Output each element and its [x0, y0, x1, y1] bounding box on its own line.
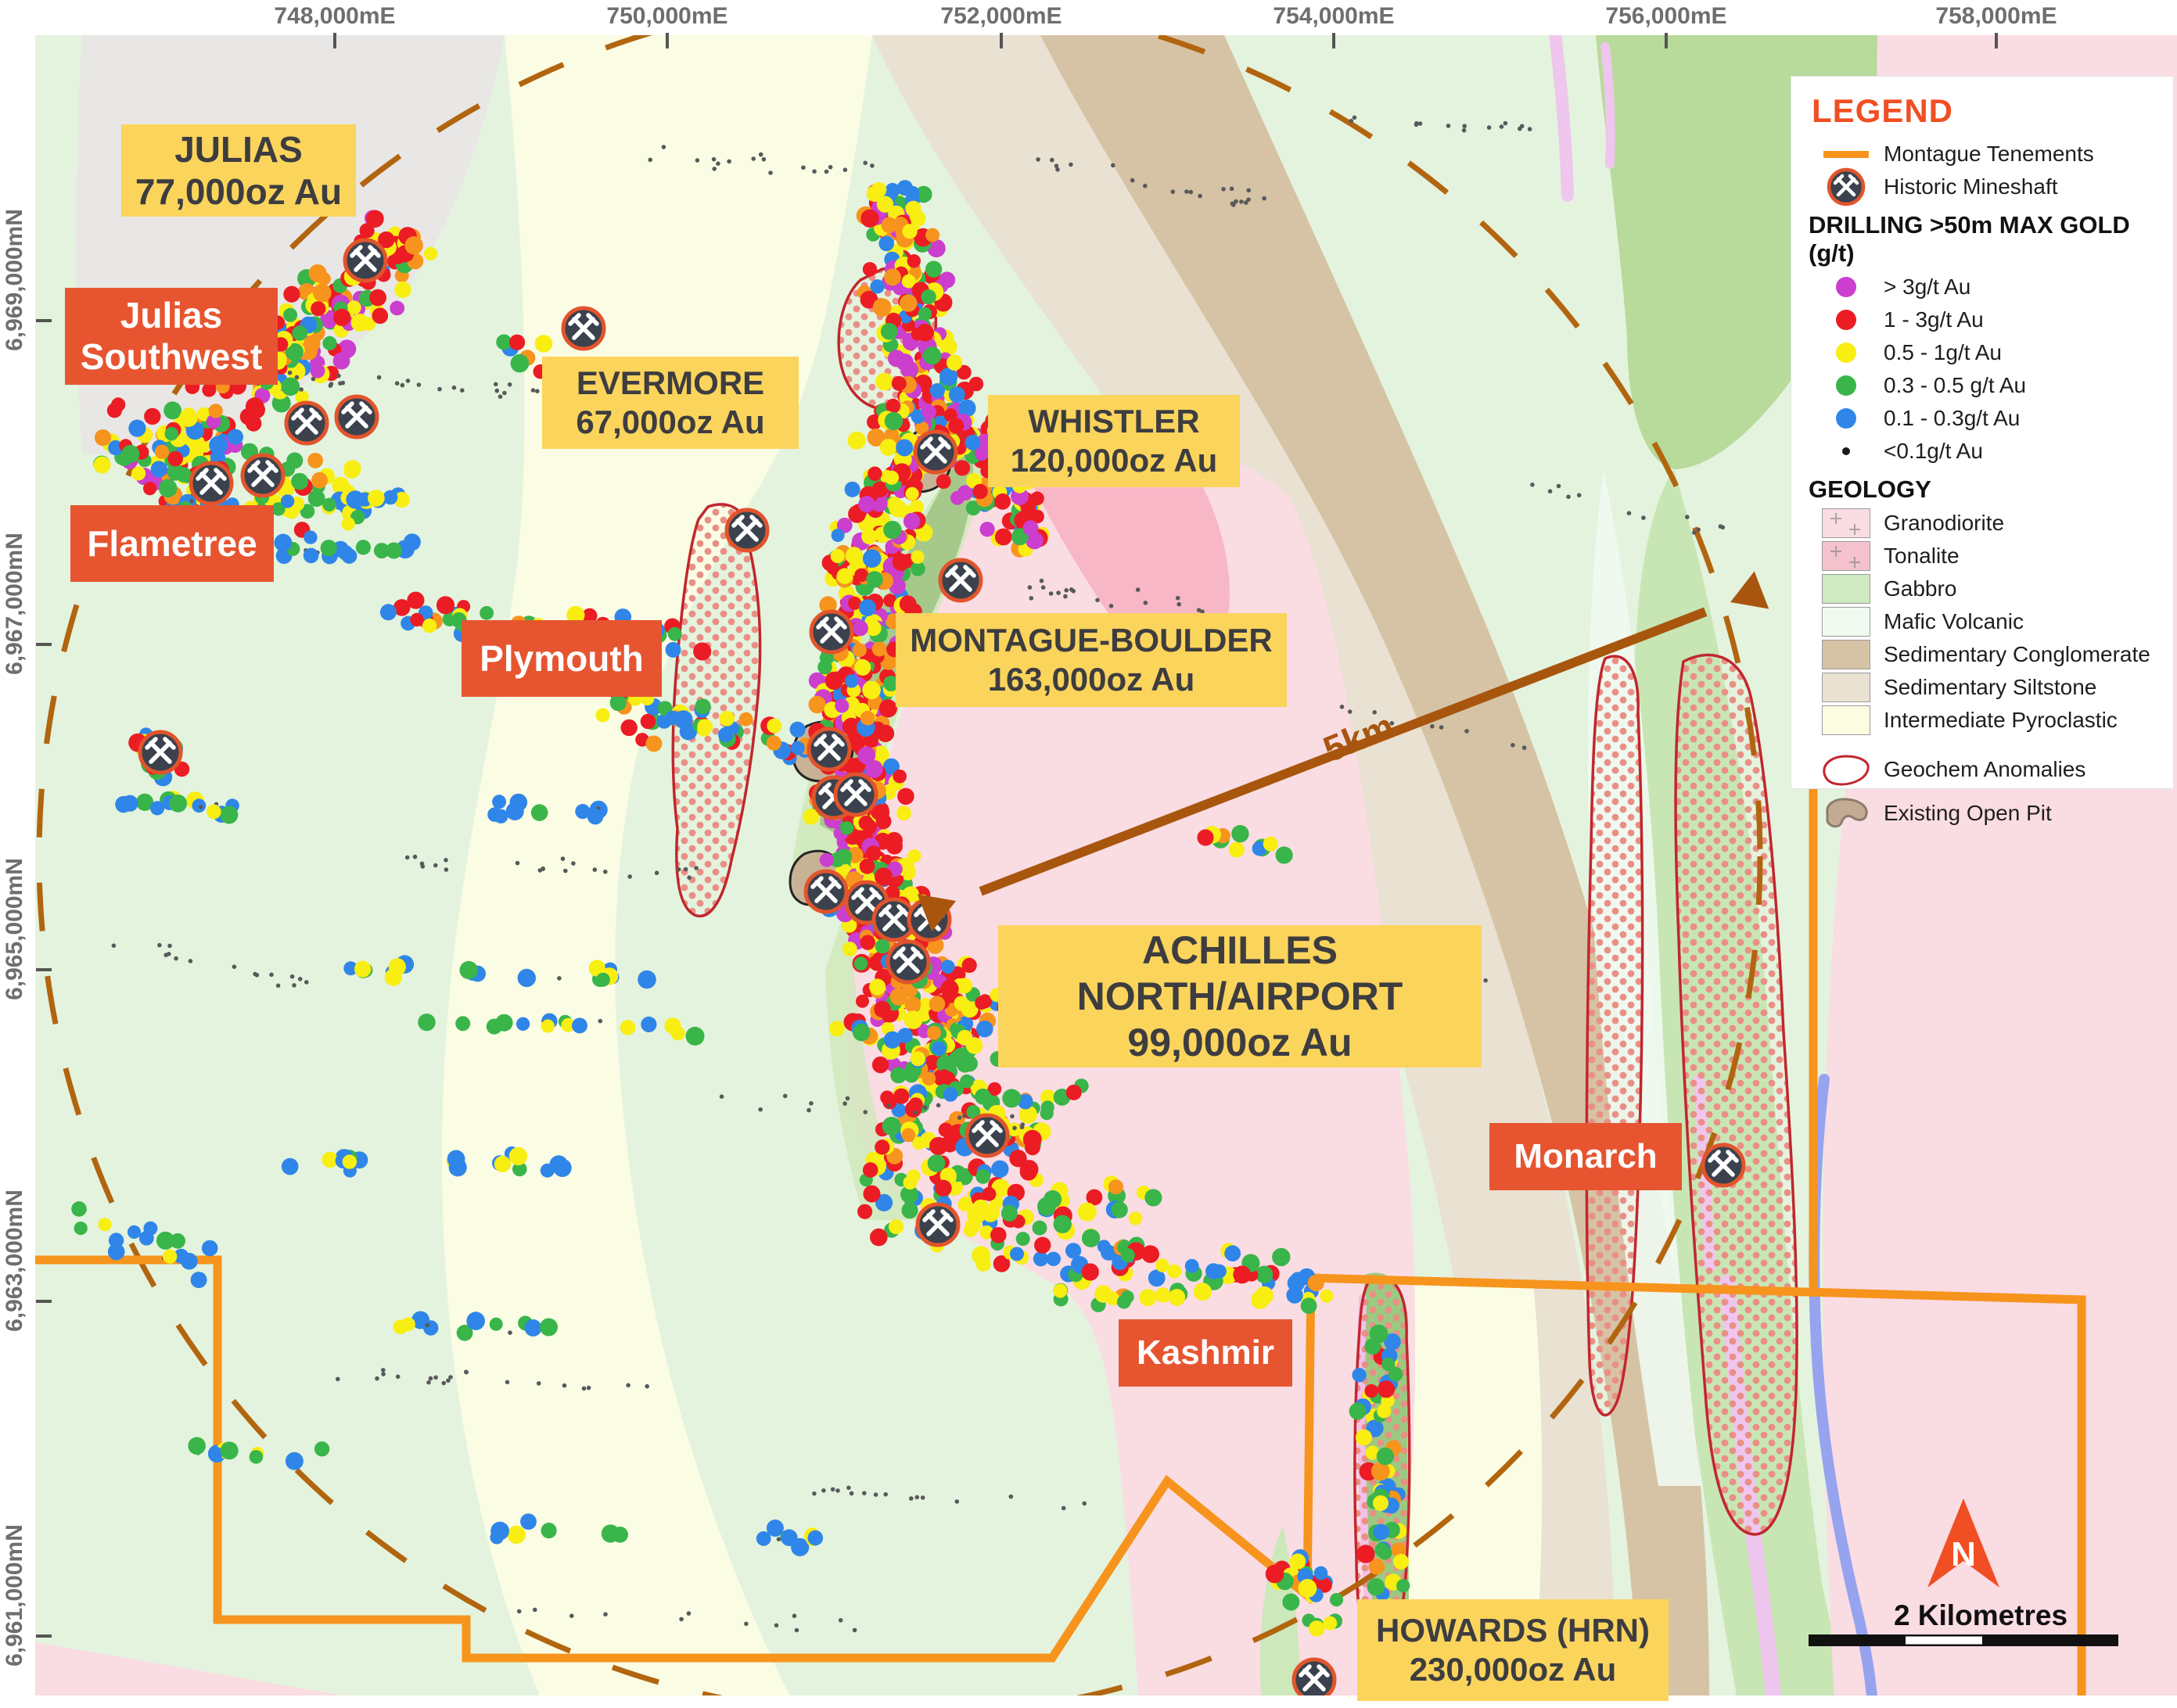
legend-item-label: Mafic Volcanic — [1884, 609, 2024, 633]
legend-item-label: Intermediate Pyroclastic — [1884, 708, 2118, 732]
legend-item-label: Existing Open Pit — [1884, 801, 2052, 825]
historic-mineshaft-icon — [334, 394, 379, 440]
axis-label-top: 752,000mE — [940, 3, 1062, 29]
legend-item: Sedimentary Conglomerate — [1809, 638, 2162, 671]
legend-item: Sedimentary Siltstone — [1809, 671, 2162, 704]
drill-grade-dot — [1836, 277, 1856, 297]
drill-grade-dot — [1836, 408, 1856, 429]
legend-item: Intermediate Pyroclastic — [1809, 704, 2162, 737]
legend-item-label: Tonalite — [1884, 544, 1960, 568]
legend-item-label: Gabbro — [1884, 576, 1957, 601]
legend-item: Montague Tenements — [1809, 138, 2162, 170]
legend-item-label: Sedimentary Siltstone — [1884, 675, 2097, 699]
axis-label-top: 758,000mE — [1935, 3, 2057, 29]
legend-item: 0.3 - 0.5 g/t Au — [1809, 369, 2162, 402]
geology-swatch — [1822, 673, 1870, 702]
legend-item-label: 1 - 3g/t Au — [1884, 307, 1984, 332]
legend-item: Tonalite — [1809, 540, 2162, 572]
historic-mineshaft-icon — [806, 727, 852, 772]
historic-mineshaft-icon — [561, 306, 606, 351]
legend-item-label: 0.1 - 0.3g/t Au — [1884, 406, 2021, 430]
legend-item: 0.1 - 0.3g/t Au — [1809, 402, 2162, 435]
legend-item: Gabbro — [1809, 572, 2162, 605]
legend-item: 0.5 - 1g/t Au — [1809, 336, 2162, 369]
legend-item: Historic Mineshaft — [1809, 167, 2162, 206]
historic-mineshaft-icon — [965, 1113, 1010, 1158]
north-arrow: N — [1927, 1498, 1999, 1588]
tenement-line-swatch — [1823, 150, 1869, 158]
legend-item-label: <0.1g/t Au — [1884, 439, 1983, 463]
scale-bar-label: 2 Kilometres — [1894, 1599, 2067, 1631]
mineshaft-icon — [1827, 167, 1866, 206]
historic-mineshaft-icon — [809, 609, 854, 655]
axis-label-left: 6,967,000mN — [2, 533, 27, 675]
legend-item: Granodiorite — [1809, 507, 2162, 540]
dashed-radius-circle — [36, 35, 1763, 1695]
tenement-boundary — [35, 1255, 2086, 1695]
legend-item: <0.1g/t Au — [1809, 435, 2162, 468]
legend-item: Mafic Volcanic — [1809, 605, 2162, 638]
historic-mineshaft-icon — [1701, 1143, 1746, 1188]
axis-label-left: 6,965,000mN — [2, 858, 27, 1000]
drill-grade-dot — [1836, 375, 1856, 396]
legend-item: Existing Open Pit — [1809, 791, 2162, 835]
historic-mineshaft-icon — [284, 400, 329, 446]
axis-label-left: 6,963,000mN — [2, 1190, 27, 1332]
legend-item: > 3g/t Au — [1809, 271, 2162, 303]
geology-swatch — [1822, 705, 1870, 735]
historic-mineshaft-icon — [915, 1202, 961, 1247]
drill-grade-dot — [1836, 343, 1856, 363]
axis-label-top: 748,000mE — [274, 3, 395, 29]
geochem-swatch — [1823, 755, 1870, 786]
geology-swatch — [1822, 574, 1870, 604]
legend-item-label: > 3g/t Au — [1884, 274, 1971, 299]
historic-mineshaft-icon — [833, 772, 878, 817]
geochem-anomaly — [1585, 655, 1644, 1417]
drill-grade-dot — [1836, 310, 1856, 330]
geology-swatch — [1822, 508, 1870, 538]
historic-mineshaft-icon — [803, 869, 849, 914]
openpit-swatch — [1826, 798, 1868, 828]
historic-mineshaft-icon — [938, 558, 983, 603]
legend-item: 1 - 3g/t Au — [1809, 303, 2162, 336]
geology-swatch — [1822, 607, 1870, 637]
historic-mineshaft-icon — [1291, 1657, 1337, 1695]
legend-item-label: Montague Tenements — [1884, 142, 2094, 166]
historic-mineshaft-icon — [240, 453, 286, 498]
distance-arrow — [917, 571, 1769, 932]
scale-bar: 2 Kilometres — [1809, 1599, 2118, 1646]
historic-mineshaft-icon — [913, 429, 958, 475]
legend-item-label: Geochem Anomalies — [1884, 757, 2086, 781]
legend-item-label: 0.5 - 1g/t Au — [1884, 340, 2002, 364]
historic-mineshaft-icon — [724, 508, 770, 553]
axis-label-left: 6,969,000mN — [2, 209, 27, 351]
historic-mineshaft-icon — [886, 939, 931, 985]
legend-item-label: 0.3 - 0.5 g/t Au — [1884, 373, 2027, 397]
geochem-anomaly — [1674, 653, 1798, 1536]
legend-item-label: Historic Mineshaft — [1884, 174, 2058, 199]
legend-item-label: Sedimentary Conglomerate — [1884, 642, 2150, 666]
drill-grade-dot — [1842, 447, 1850, 455]
axis-layer: 748,000mE 750,000mE 752,000mE 754,000mE 756,… — [2, 3, 2057, 1667]
legend-geology-heading: GEOLOGY — [1809, 475, 1931, 503]
axis-label-top: 756,000mE — [1605, 3, 1726, 29]
axis-label-left: 6,961,000mN — [2, 1524, 27, 1667]
legend-item-label: Granodiorite — [1884, 511, 2005, 535]
legend-title: LEGEND — [1812, 92, 1954, 129]
historic-mineshaft-icon — [343, 238, 388, 283]
legend-item: Geochem Anomalies — [1809, 748, 2162, 791]
legend-drilling-heading: DRILLING >50m MAX GOLD (g/t) — [1809, 211, 2130, 267]
geology-swatch — [1822, 541, 1870, 571]
north-letter: N — [1951, 1535, 1976, 1573]
geology-swatch — [1822, 640, 1870, 669]
historic-mineshaft-icon — [189, 461, 234, 506]
historic-mineshaft-icon — [138, 730, 183, 775]
axis-label-top: 750,000mE — [606, 3, 727, 29]
axis-label-top: 754,000mE — [1273, 3, 1394, 29]
